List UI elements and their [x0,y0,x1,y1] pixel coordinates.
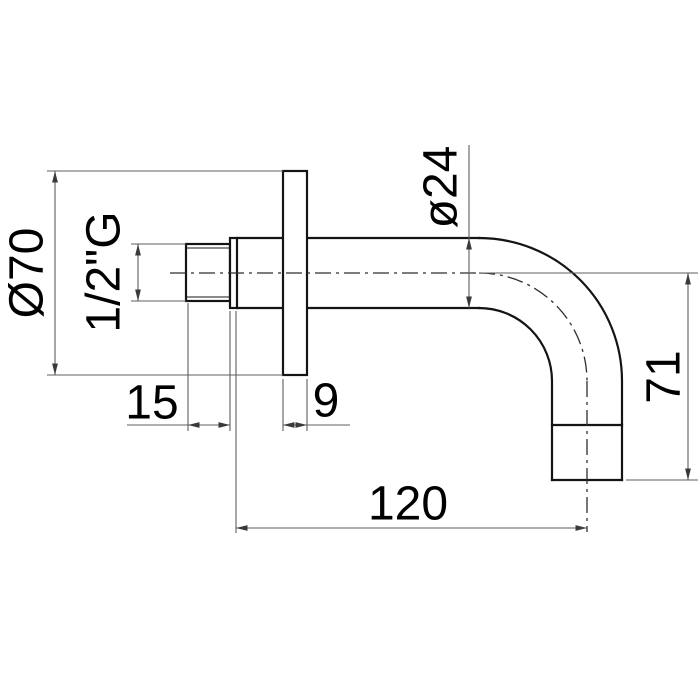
dimension-flange-thickness: 9 [282,375,350,431]
dim-label-thread-length: 15 [125,377,178,430]
dim-label-flange-diameter: Ø70 [1,228,54,319]
dimension-thread-length: 15 [125,303,231,431]
tube-outer-bend [477,236,624,482]
dim-label-reach: 120 [368,478,448,531]
dim-label-drop: 71 [638,350,691,403]
dimension-thread-size: 1/2"G [78,211,186,333]
dimension-drop: 71 [479,272,698,481]
dimension-reach: 120 [235,311,587,533]
centerline-bend-arc [478,272,588,382]
dim-label-tube-diameter: ø24 [415,146,468,229]
dim-label-flange-thickness: 9 [313,375,340,428]
centerlines [170,272,588,532]
dim-label-thread-size: 1/2"G [78,211,131,332]
dimension-flange-diameter: Ø70 [1,170,283,376]
tube-inner-bend [477,306,554,482]
dimension-tube-diameter: ø24 [415,145,472,308]
